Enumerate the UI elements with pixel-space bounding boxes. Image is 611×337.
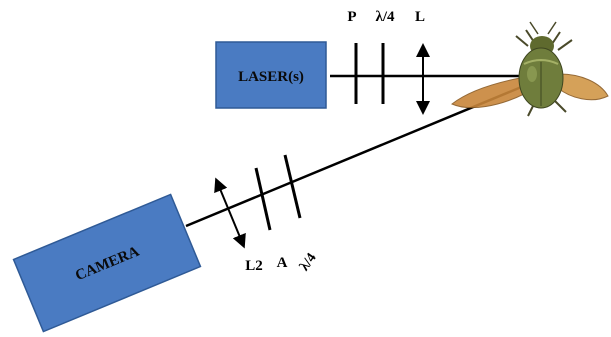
lens-l2-arrow bbox=[214, 177, 246, 249]
lens-l2-label: L2 bbox=[245, 258, 263, 274]
quarter-wave-label-laser: λ/4 bbox=[375, 9, 395, 25]
lens-label: L bbox=[415, 9, 425, 25]
laser-box: LASER(s) bbox=[215, 41, 327, 109]
laser-label: LASER(s) bbox=[238, 69, 304, 85]
analyzer-plate bbox=[254, 167, 272, 231]
beetle-icon bbox=[451, 21, 609, 117]
camera-box: CAMERA bbox=[12, 193, 202, 333]
analyzer-label: A bbox=[277, 255, 288, 271]
quarter-wave-plate-camera bbox=[283, 154, 302, 219]
quarter-wave-label-camera: λ/4 bbox=[297, 251, 319, 274]
polarizer-label: P bbox=[347, 9, 356, 25]
